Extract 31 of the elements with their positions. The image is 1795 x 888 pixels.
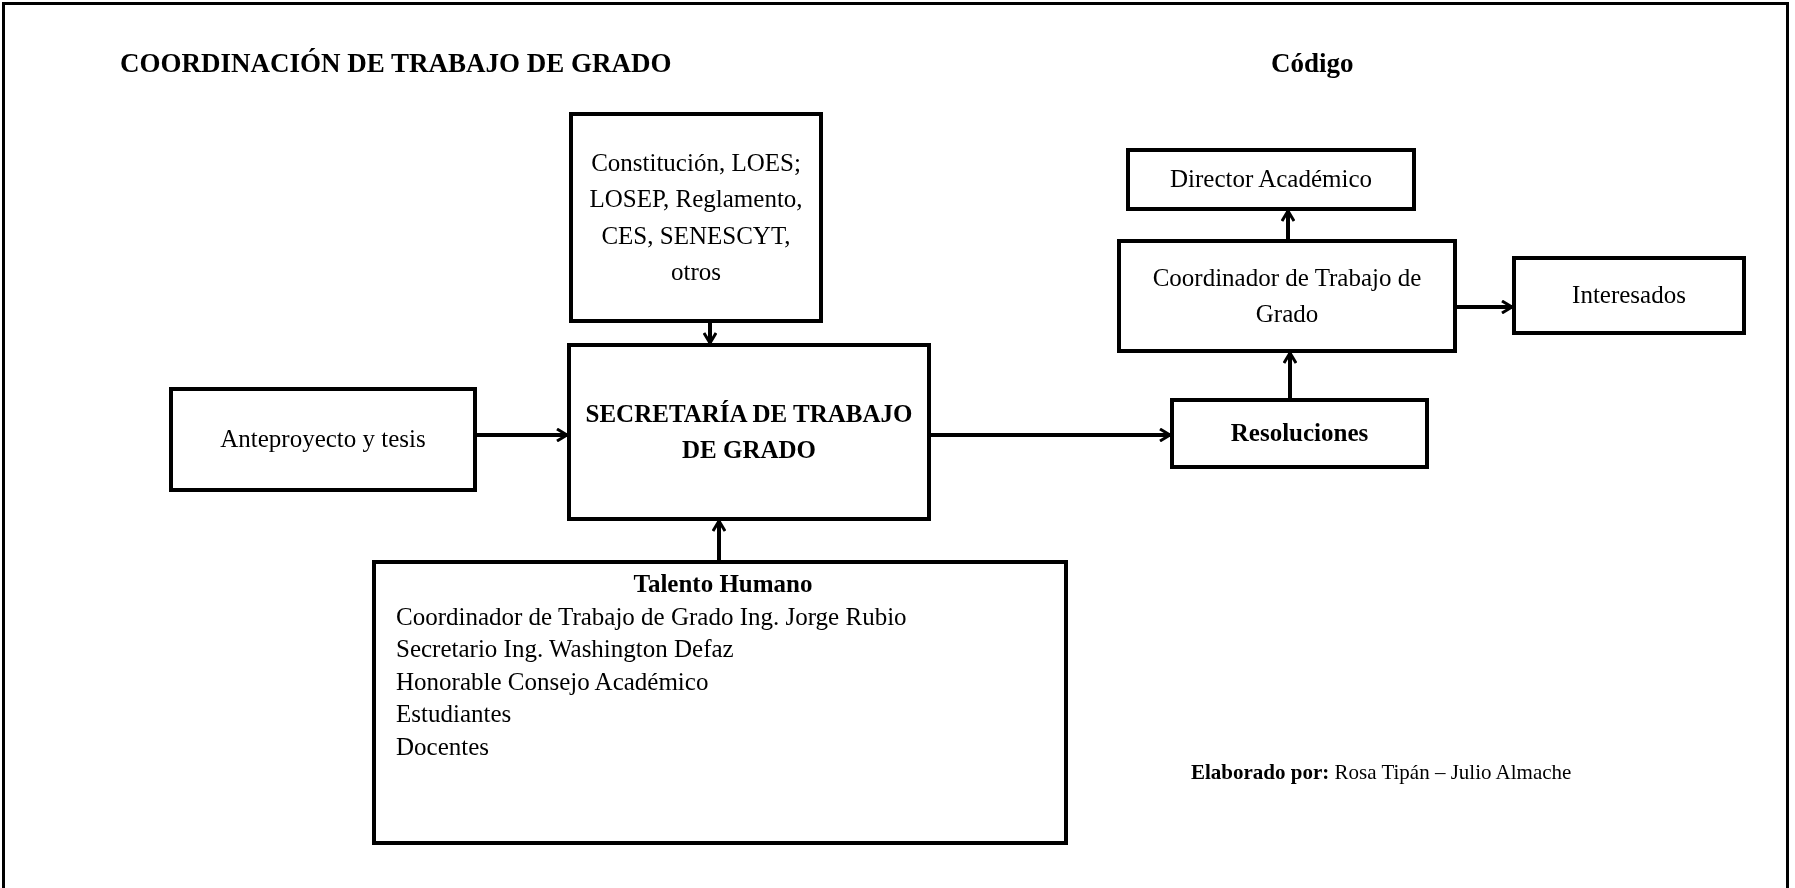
box-label: Constitución, LOES; LOSEP, Reglamento, CES, SENESCYT, otros [588,148,804,287]
process-box [169,387,477,492]
arrow [931,427,1172,443]
list-item: Estudiantes [396,699,513,729]
box-label: Director Académico [1170,164,1372,195]
staff-box [372,560,1068,845]
list-item: Secretario Ing. Washington Defaz [396,634,735,664]
box-label: Coordinador de Trabajo de Grado [1151,262,1423,329]
process-box [569,112,823,323]
diagram-title: COORDINACIÓN DE TRABAJO DE GRADO [120,48,672,79]
box-label: SECRETARÍA DE TRABAJO DE GRADO [584,398,914,465]
process-box [567,343,931,521]
arrow [711,519,727,560]
box-heading: Talento Humano [632,569,814,599]
arrow [702,323,718,345]
arrow [1280,209,1296,239]
arrow [477,427,569,443]
box-label: Anteproyecto y tesis [220,424,426,455]
code-label: Código [1271,48,1354,79]
list-item: Coordinador de Trabajo de Grado Ing. Jorge Rubio [396,601,908,632]
box-label: Resoluciones [1230,418,1369,449]
list-item: Honorable Consejo Académico [396,666,710,697]
arrow [1457,299,1514,315]
arrow [1282,351,1298,398]
list-item: Docentes [396,731,491,762]
box-label: Interesados [1572,280,1686,311]
process-box [1170,398,1429,469]
author-note: Elaborado por: Rosa Tipán – Julio Almache [1191,760,1572,785]
process-box [1117,239,1457,353]
process-box [1126,148,1416,211]
process-box [1512,256,1746,335]
